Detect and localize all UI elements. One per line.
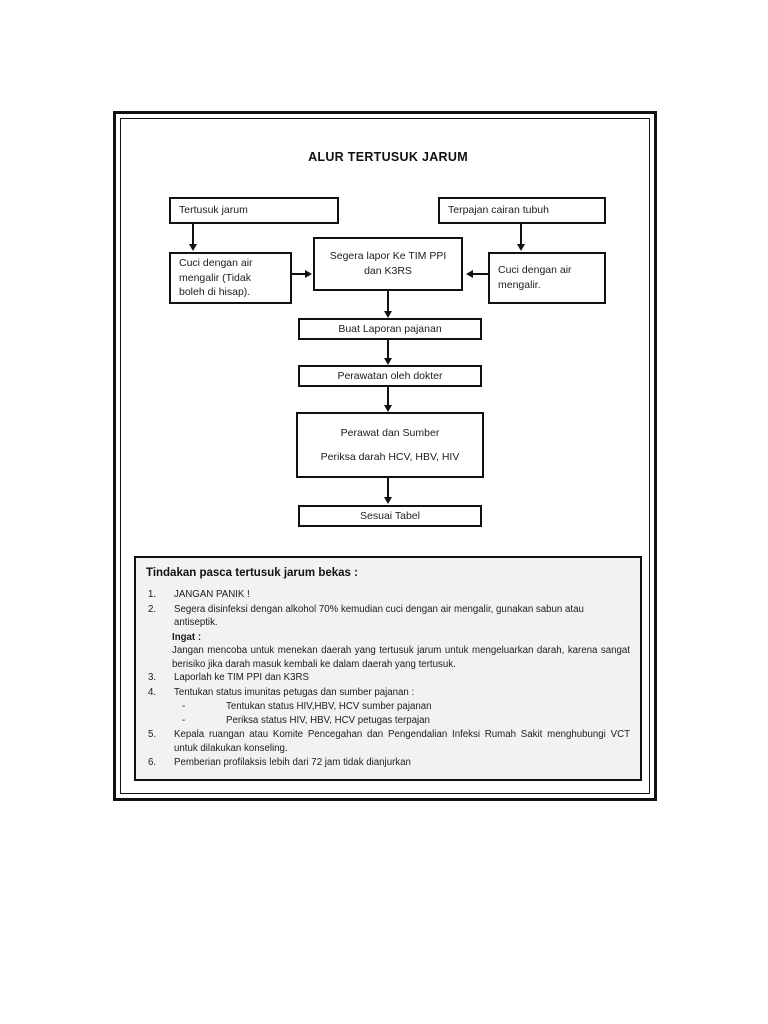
arrowhead-down-cuci-kanan [516,244,525,251]
connector-lapor-to-laporan [387,291,389,313]
connector-laporan-to-perawatan [387,340,389,361]
note-sub-item-dash: - [182,701,186,712]
flow-node-sesuai-tabel: Sesuai Tabel [298,505,482,527]
note-item-text: Kepala ruangan atau Komite Pencegahan da… [174,729,630,754]
flow-node-line: Perawatan oleh dokter [337,369,443,382]
note-item-number: 1. [148,589,157,600]
note-item: 5. Kepala ruangan atau Komite Pencegahan… [146,728,630,755]
connector-sumber-to-tabel [387,478,389,500]
note-item-number: 2. [148,603,157,615]
flow-node-line: mengalir. [498,279,541,291]
flow-node-line: Sesuai Tabel [360,509,420,522]
note-item-number: 5. [148,729,157,740]
flow-node-terpajan-cairan: Terpajan cairan tubuh [438,197,606,224]
note-item: 3. Laporlah ke TIM PPI dan K3RS [146,671,630,685]
arrowhead-down-tabel [383,497,392,504]
arrowhead-down-perawatan [383,358,392,365]
flow-node-line: Terpajan cairan tubuh [448,204,549,216]
notes-panel-title: Tindakan pasca tertusuk jarum bekas : [146,567,358,579]
note-ingat-text: Jangan mencoba untuk menekan daerah yang… [172,645,630,670]
flow-node-line: boleh di hisap). [179,286,251,299]
note-sub-item: - Periksa status HIV, HBV, HCV petugas t… [146,714,630,728]
note-item-text: Pemberian profilaksis lebih dari 72 jam … [174,757,411,768]
flow-node-line: mengalir (Tidak [179,271,251,284]
flow-node-tertusuk-jarum: Tertusuk jarum [169,197,339,224]
flow-node-line: Perawat dan Sumber [340,426,440,439]
note-sub-item-dash: - [182,715,186,726]
arrowhead-down-cuci-kiri [188,244,197,251]
document-page-frame: ALUR TERTUSUK JARUM Tertusuk jarum Terpa… [113,111,657,801]
notes-panel: Tindakan pasca tertusuk jarum bekas : 1.… [134,556,642,781]
flow-node-perawat-sumber: Perawat dan Sumber Periksa darah HCV, HB… [296,412,484,478]
flowchart: ALUR TERTUSUK JARUM Tertusuk jarum Terpa… [116,114,660,804]
flow-node-line: dan K3RS [364,265,412,277]
note-item-number: 3. [148,672,157,683]
flow-node-line: Periksa darah HCV, HBV, HIV [320,450,460,463]
connector-cuci-kiri-to-lapor [292,273,306,275]
connector-cuci-kanan-to-lapor [473,273,488,275]
document-page-frame-inner-rule [120,118,650,794]
note-sub-item: - Tentukan status HIV,HBV, HCV sumber pa… [146,700,630,714]
flow-node-line: Cuci dengan air [498,264,572,276]
flow-node-segera-lapor: Segera lapor Ke TIM PPI dan K3RS [313,237,463,291]
note-item-text: JANGAN PANIK ! [174,589,250,600]
flow-node-cuci-kiri: Cuci dengan air mengalir (Tidak boleh di… [169,252,292,304]
flow-node-line: Buat Laporan pajanan [338,322,442,335]
note-sub-item-text: Periksa status HIV, HBV, HCV petugas ter… [226,715,430,726]
arrowhead-down-laporan [383,311,392,318]
flow-node-buat-laporan: Buat Laporan pajanan [298,318,482,340]
note-item: 2. Segera disinfeksi dengan alkohol 70% … [146,603,630,630]
note-item-number: 4. [148,686,157,698]
flow-node-perawatan-dokter: Perawatan oleh dokter [298,365,482,387]
note-item-text: Segera disinfeksi dengan alkohol 70% kem… [174,603,584,629]
note-ingat-label: Ingat : [172,631,202,643]
note-item: 4. Tentukan status imunitas petugas dan … [146,686,630,700]
flow-node-line: Cuci dengan air [179,257,253,270]
arrowhead-left-lapor [466,269,473,278]
connector-perawatan-to-sumber [387,387,389,408]
page-title: ALUR TERTUSUK JARUM [308,150,468,164]
connector-tertusuk-to-cuci-kiri [192,224,194,246]
note-item: 6. Pemberian profilaksis lebih dari 72 j… [146,756,630,770]
connector-terpajan-to-cuci-kanan [520,224,522,246]
note-item-number: 6. [148,757,157,768]
flow-node-line: Tertusuk jarum [179,204,248,216]
note-sub-item-text: Tentukan status HIV,HBV, HCV sumber paja… [226,701,432,712]
note-item-text: Laporlah ke TIM PPI dan K3RS [174,672,309,683]
flow-node-cuci-kanan: Cuci dengan air mengalir. [488,252,606,304]
arrowhead-down-sumber [383,405,392,412]
arrowhead-right-lapor [305,269,312,278]
flow-node-line: Segera lapor Ke TIM PPI [329,250,447,262]
note-item: 1. JANGAN PANIK ! [146,588,630,602]
note-item-text: Tentukan status imunitas petugas dan sum… [174,686,415,698]
